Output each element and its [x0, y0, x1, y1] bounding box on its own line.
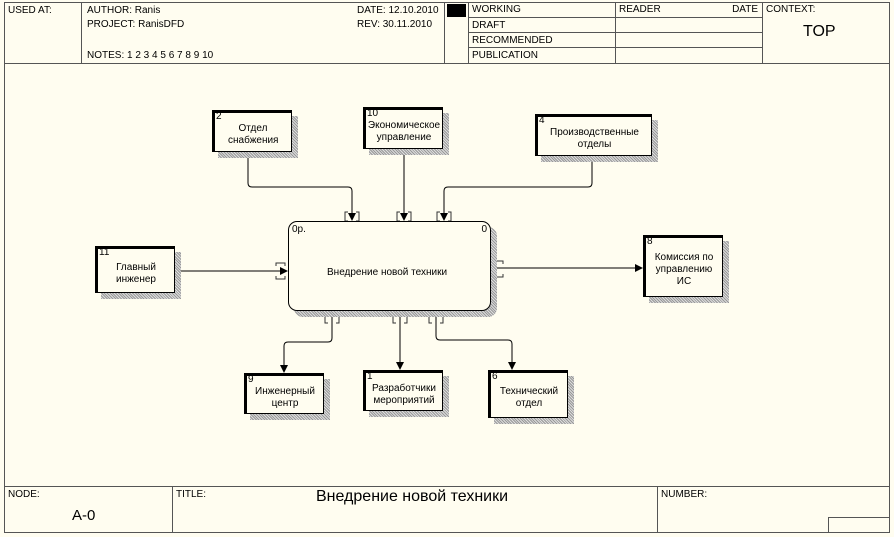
- entity-label: Отдел снабжения: [228, 123, 279, 146]
- arrow-9: [280, 306, 336, 373]
- entity-label: Производственные отделы: [550, 127, 639, 150]
- arrow-6: [432, 306, 516, 370]
- title-value: Внедрение новой техники: [316, 488, 509, 505]
- entity-number: 6: [492, 371, 498, 382]
- entity-label: Комиссия по управлению ИС: [654, 252, 714, 287]
- context-value: TOP: [803, 23, 836, 40]
- date: DATE: 12.10.2010: [357, 5, 439, 16]
- working-marker: [447, 4, 466, 17]
- entity-label: Инженерный центр: [255, 385, 315, 409]
- author: AUTHOR: Ranis: [87, 5, 161, 16]
- project: PROJECT: RanisDFD: [87, 19, 185, 30]
- entity-label: Технический отдел: [499, 386, 559, 409]
- arrow-4: [440, 151, 596, 221]
- entity-number: 9: [248, 374, 254, 385]
- number-cell: NUMBER:: [657, 486, 890, 533]
- entity-number: 10: [367, 108, 379, 119]
- status-recommended: RECOMMENDED: [472, 35, 553, 46]
- entity-number: 1: [367, 371, 373, 382]
- node-cell: NODE: A-0: [4, 486, 173, 533]
- arrow-2: [244, 147, 356, 221]
- entity-number: 11: [99, 247, 110, 258]
- activity-cost: 0р.: [292, 224, 306, 235]
- node-value: A-0: [72, 507, 96, 524]
- status-draft: DRAFT: [472, 20, 506, 31]
- notes: NOTES: 1 2 3 4 5 6 7 8 9 10: [87, 50, 214, 61]
- entity-label: Разработчики мероприятий: [372, 382, 436, 406]
- title-label: TITLE:: [176, 489, 207, 500]
- entity-label: Экономическое управление: [367, 120, 441, 143]
- activity-number: 0: [481, 224, 487, 235]
- reader-label: READER: [619, 4, 661, 15]
- entity-number: 8: [647, 236, 653, 247]
- activity-label: Внедрение новой техники: [327, 267, 448, 278]
- entity-number: 4: [539, 115, 545, 126]
- title-cell: TITLE: Внедрение новой техники: [172, 486, 658, 533]
- context-label: CONTEXT:: [766, 4, 816, 15]
- status-working: WORKING: [472, 4, 521, 15]
- used-at-label: USED AT:: [8, 5, 52, 16]
- entity-number: 2: [216, 111, 222, 122]
- node-label: NODE:: [8, 489, 40, 500]
- rev: REV: 30.11.2010: [357, 19, 433, 30]
- activity-box-main[interactable]: 0р. 0 Внедрение новой техники: [288, 221, 491, 311]
- status-publication: PUBLICATION: [472, 50, 538, 61]
- entity-label: Главный инженер: [115, 261, 156, 285]
- reader-date-label: DATE: [732, 4, 758, 15]
- number-label: NUMBER:: [661, 489, 708, 500]
